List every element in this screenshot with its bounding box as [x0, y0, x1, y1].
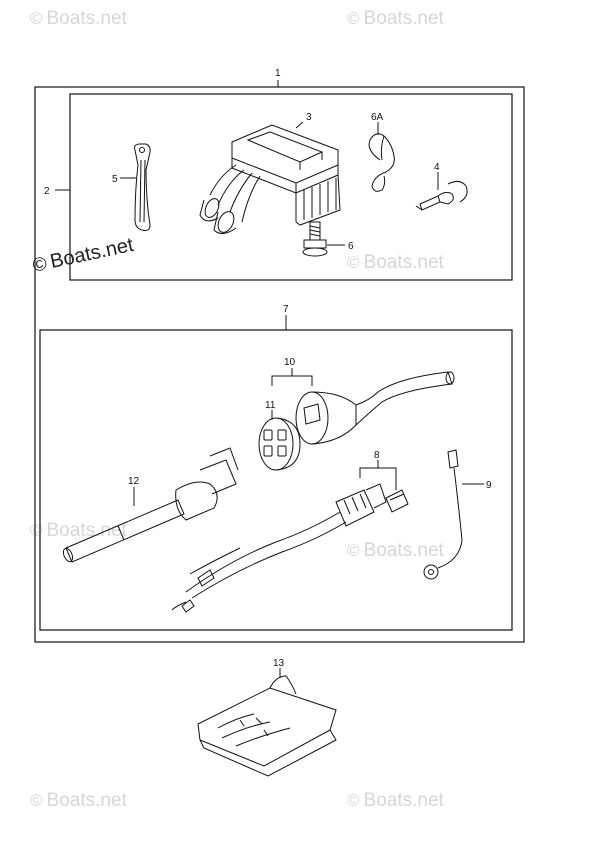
callout-5: 5	[112, 174, 118, 185]
watermark: ©Boats.net	[347, 540, 444, 561]
part-6a-clip	[368, 133, 395, 192]
part-8-harness	[171, 483, 409, 613]
watermark: ©Boats.net	[347, 790, 444, 811]
callout-2: 2	[44, 186, 50, 197]
assembly-frame-1	[34, 86, 525, 643]
watermark: ©Boats.net	[30, 790, 127, 811]
assembly-frame-2	[69, 93, 513, 281]
callout-12: 12	[128, 476, 140, 487]
part-4-fitting	[415, 180, 468, 211]
callout-6a: 6A	[371, 112, 384, 123]
callout-7: 7	[283, 304, 289, 315]
callout-1: 1	[275, 68, 281, 79]
watermark: ©Boats.net	[30, 8, 127, 29]
callout-10: 10	[284, 357, 296, 368]
callout-6: 6	[348, 241, 354, 252]
part-10-connector-plug	[295, 371, 455, 445]
callout-8: 8	[374, 450, 380, 461]
callout-11: 11	[265, 400, 276, 411]
callout-9: 9	[486, 480, 492, 491]
part-12-cable	[62, 447, 239, 563]
callout-13: 13	[273, 658, 285, 669]
part-11-connector-housing	[258, 417, 301, 471]
part-13-bag	[197, 675, 337, 777]
part-9-ground-lead	[423, 449, 463, 580]
watermark: ©Boats.net	[347, 252, 444, 273]
watermark: ©Boats.net	[30, 520, 127, 541]
part-3-regulator	[199, 124, 341, 234]
callout-4: 4	[434, 162, 440, 173]
part-5-strap	[134, 143, 151, 231]
callout-3: 3	[306, 112, 312, 123]
assembly-frame-7	[39, 329, 513, 631]
part-6-bolt	[302, 221, 328, 257]
watermark: ©Boats.net	[347, 8, 444, 29]
